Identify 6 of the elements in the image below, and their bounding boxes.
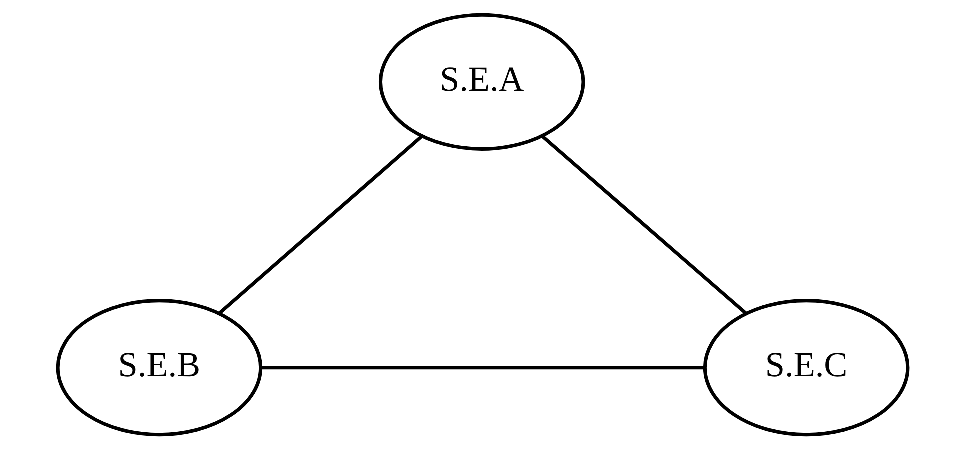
node-ellipse: S.E.A bbox=[378, 13, 585, 151]
connector bbox=[540, 135, 747, 315]
node-ellipse: S.E.C bbox=[702, 299, 910, 437]
connector bbox=[260, 366, 704, 370]
node-ellipse: S.E.B bbox=[56, 299, 262, 437]
connector bbox=[218, 135, 423, 315]
